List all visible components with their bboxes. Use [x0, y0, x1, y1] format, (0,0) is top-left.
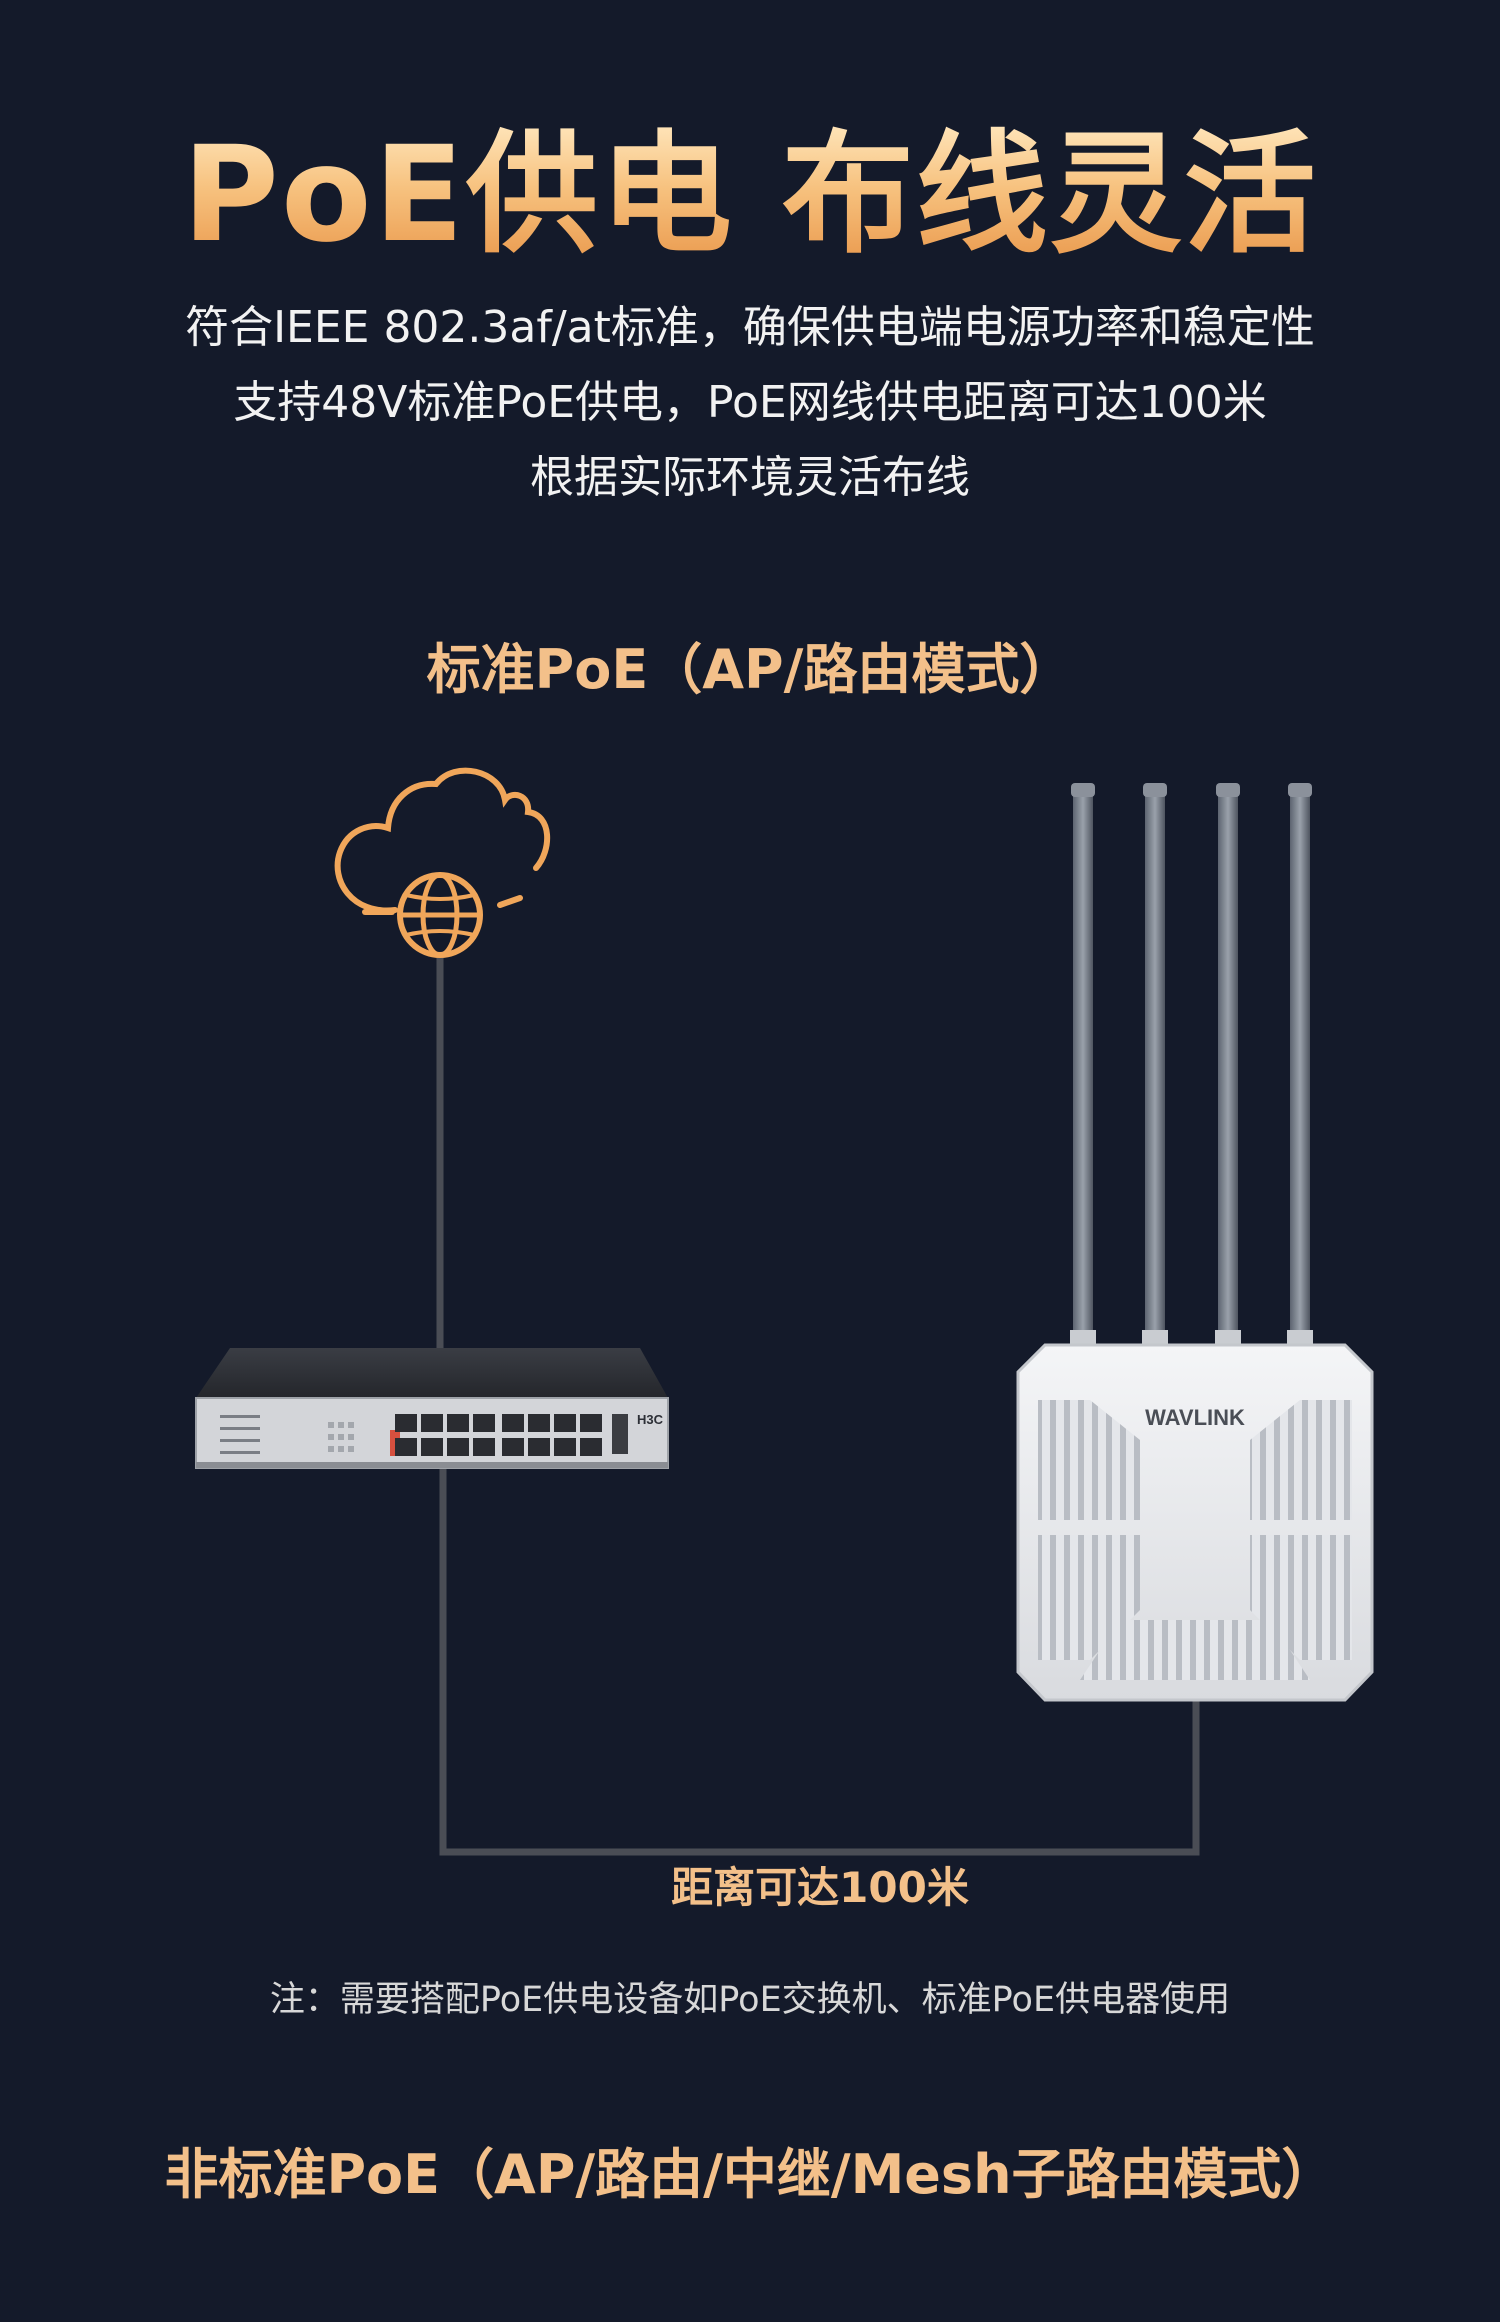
cloud-internet-icon: [334, 767, 551, 958]
globe-icon: [397, 872, 483, 958]
section-title-nonstandard-poe: 非标准PoE（AP/路由/中继/Mesh子路由模式）: [164, 2143, 1336, 2206]
usage-note: 注：需要搭配PoE供电设备如PoE交换机、标准PoE供电器使用: [269, 1980, 1231, 2020]
poe-switch: H3C: [195, 1348, 669, 1469]
router-brand-label: WAVLINK: [1145, 1405, 1245, 1430]
switch-ports: [395, 1414, 602, 1456]
distance-label: 距离可达100米: [671, 1863, 969, 1912]
switch-brand-label: H3C: [637, 1412, 664, 1427]
router-antennas: [1070, 783, 1313, 1350]
network-cable: [436, 955, 1200, 1856]
section-title-standard-poe: 标准PoE（AP/路由模式）: [426, 638, 1074, 701]
description-line-3: 根据实际环境灵活布线: [530, 452, 970, 503]
page-title: PoE供电 布线灵活: [0, 120, 1500, 270]
description-line-1: 符合IEEE 802.3af/at标准，确保供电端电源功率和稳定性: [185, 302, 1315, 353]
description-line-2: 支持48V标准PoE供电，PoE网线供电距离可达100米: [233, 377, 1267, 428]
outdoor-wifi-router: WAVLINK: [1016, 1343, 1374, 1702]
